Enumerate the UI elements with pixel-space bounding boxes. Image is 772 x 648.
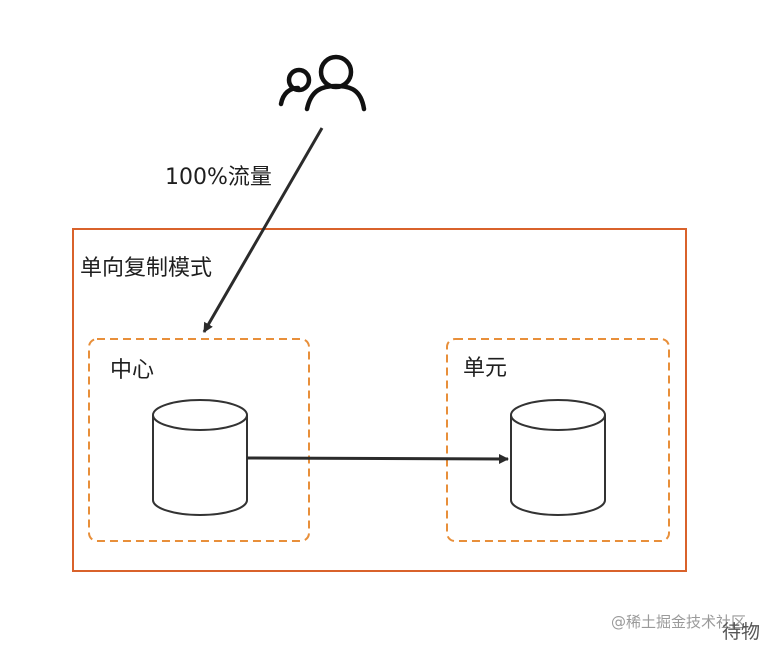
unit-database-icon [510,399,606,516]
outer-mode-title: 单向复制模式 [80,256,213,281]
traffic-arrow [202,127,324,333]
traffic-label: 100%流量 [165,165,272,190]
unit-box [446,338,670,542]
center-title: 中心 [110,358,155,383]
corner-text: 待物 [722,621,761,643]
unit-title: 单元 [463,356,508,381]
watermark: @稀土掘金技术社区 [611,613,747,631]
center-database-icon [152,399,248,516]
outer-mode-box [72,228,687,572]
replication-arrow [246,453,509,464]
users-icon [278,54,367,112]
